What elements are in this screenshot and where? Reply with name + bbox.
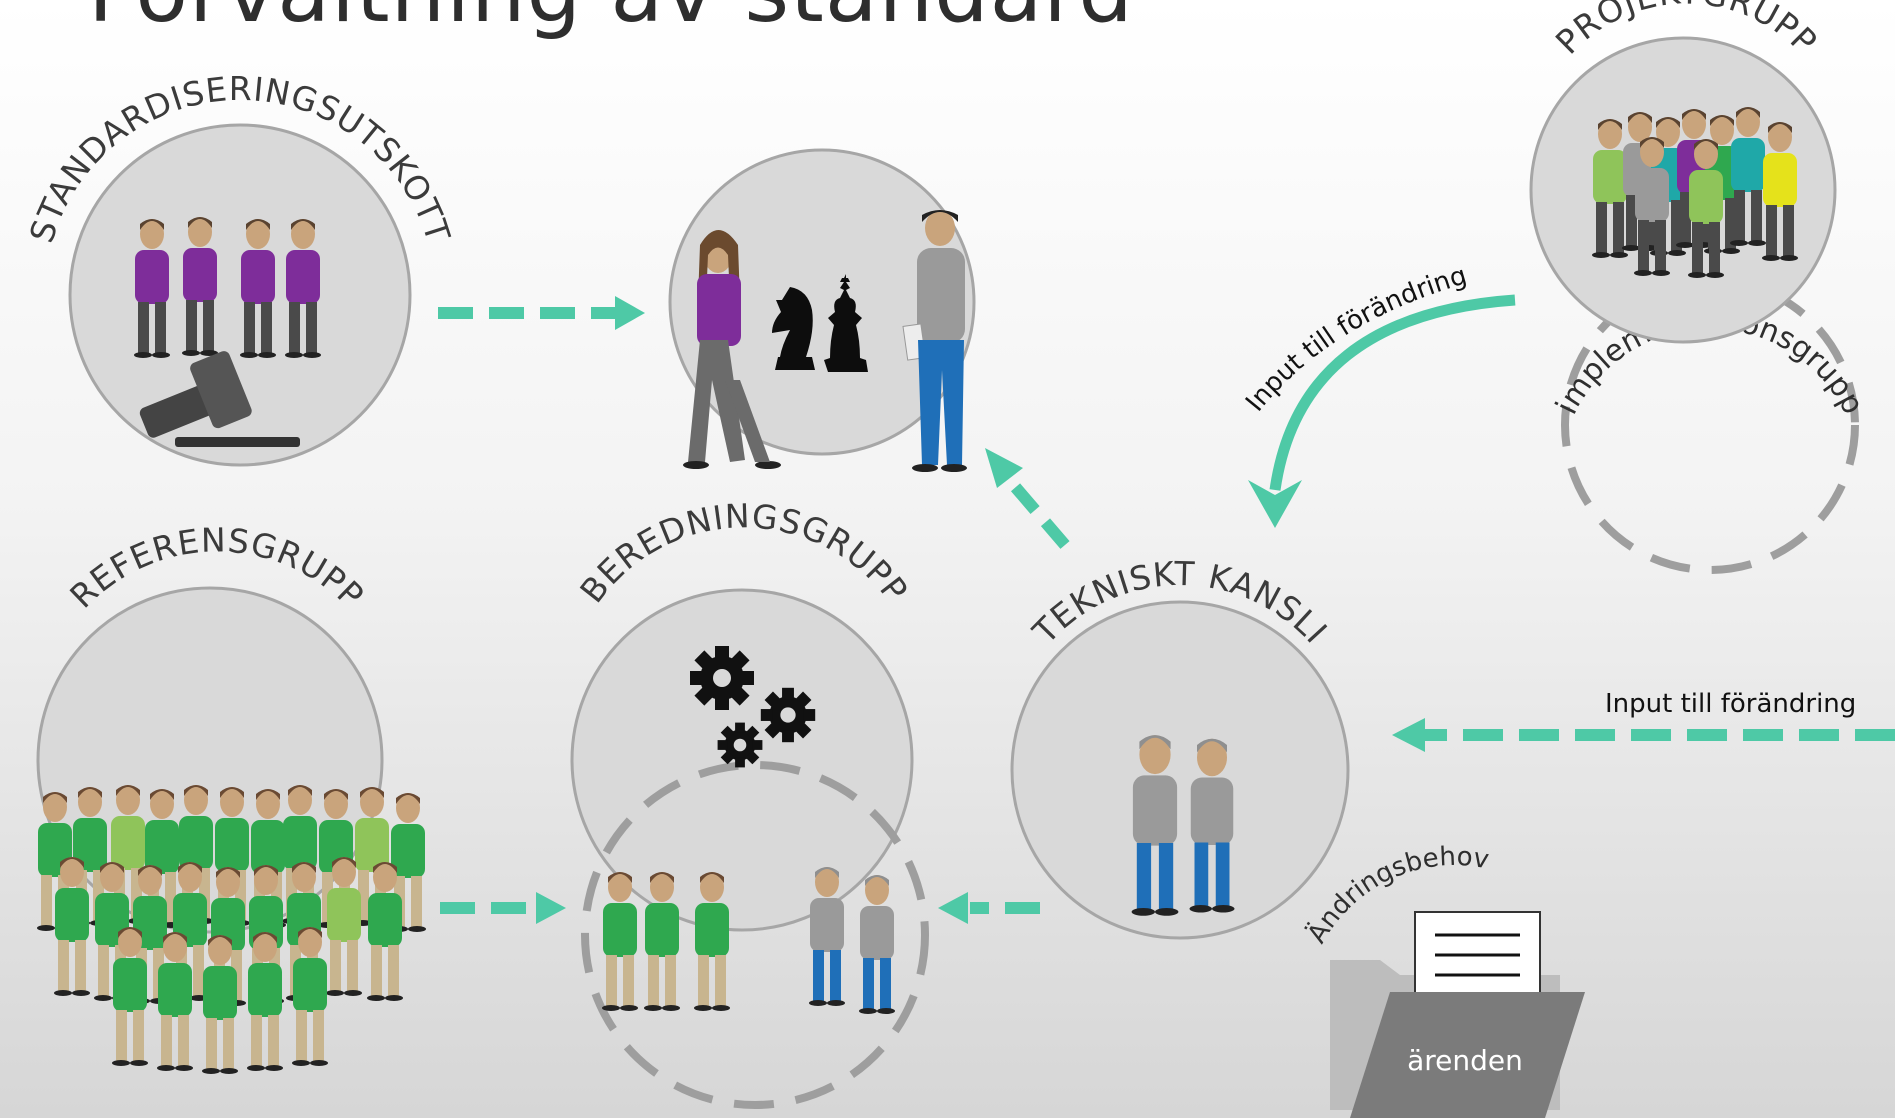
input-curved-arrow: Input till förändring <box>1240 261 1516 528</box>
tekniskt-kansli-node: TEKNISKT KANSLI <box>1010 554 1350 940</box>
arenden-folder-icon: Ändringsbehov ärenden <box>1300 842 1585 1118</box>
chess-pieces-icon <box>772 274 868 372</box>
referensgrupp-node: REFERENSGRUPP <box>36 520 426 1074</box>
green-people-crowd <box>37 785 426 1074</box>
strategy-node <box>668 148 976 472</box>
projektgrupp-node: PROJEKTGRUPP <box>1529 0 1837 344</box>
arrow-standardiseringsutskott-to-strategy <box>438 296 645 330</box>
beredningsgrupp-node: BEREDNINGSGRUPP <box>570 496 929 1109</box>
arrow-referensgrupp-to-beredningsgrupp <box>440 892 566 924</box>
arenden-label: ärenden <box>1407 1044 1523 1077</box>
purple-person-walking <box>683 230 781 469</box>
grey-person-standing <box>902 210 967 472</box>
arrow-tekniskt-kansli-to-beredningsgrupp <box>938 892 1040 924</box>
standardiseringsutskott-node: STANDARDISERINGSUTSKOTT <box>22 69 457 467</box>
gavel-icon <box>139 351 300 447</box>
arrow-tekniskt-kansli-to-strategy <box>985 448 1070 549</box>
input-label-right: Input till förändring <box>1605 689 1856 719</box>
arrow-input-to-tekniskt-kansli <box>1392 718 1895 752</box>
page-title: Förvaltning av standard <box>88 0 1134 42</box>
input-label-top: Input till förändring <box>1240 261 1470 418</box>
